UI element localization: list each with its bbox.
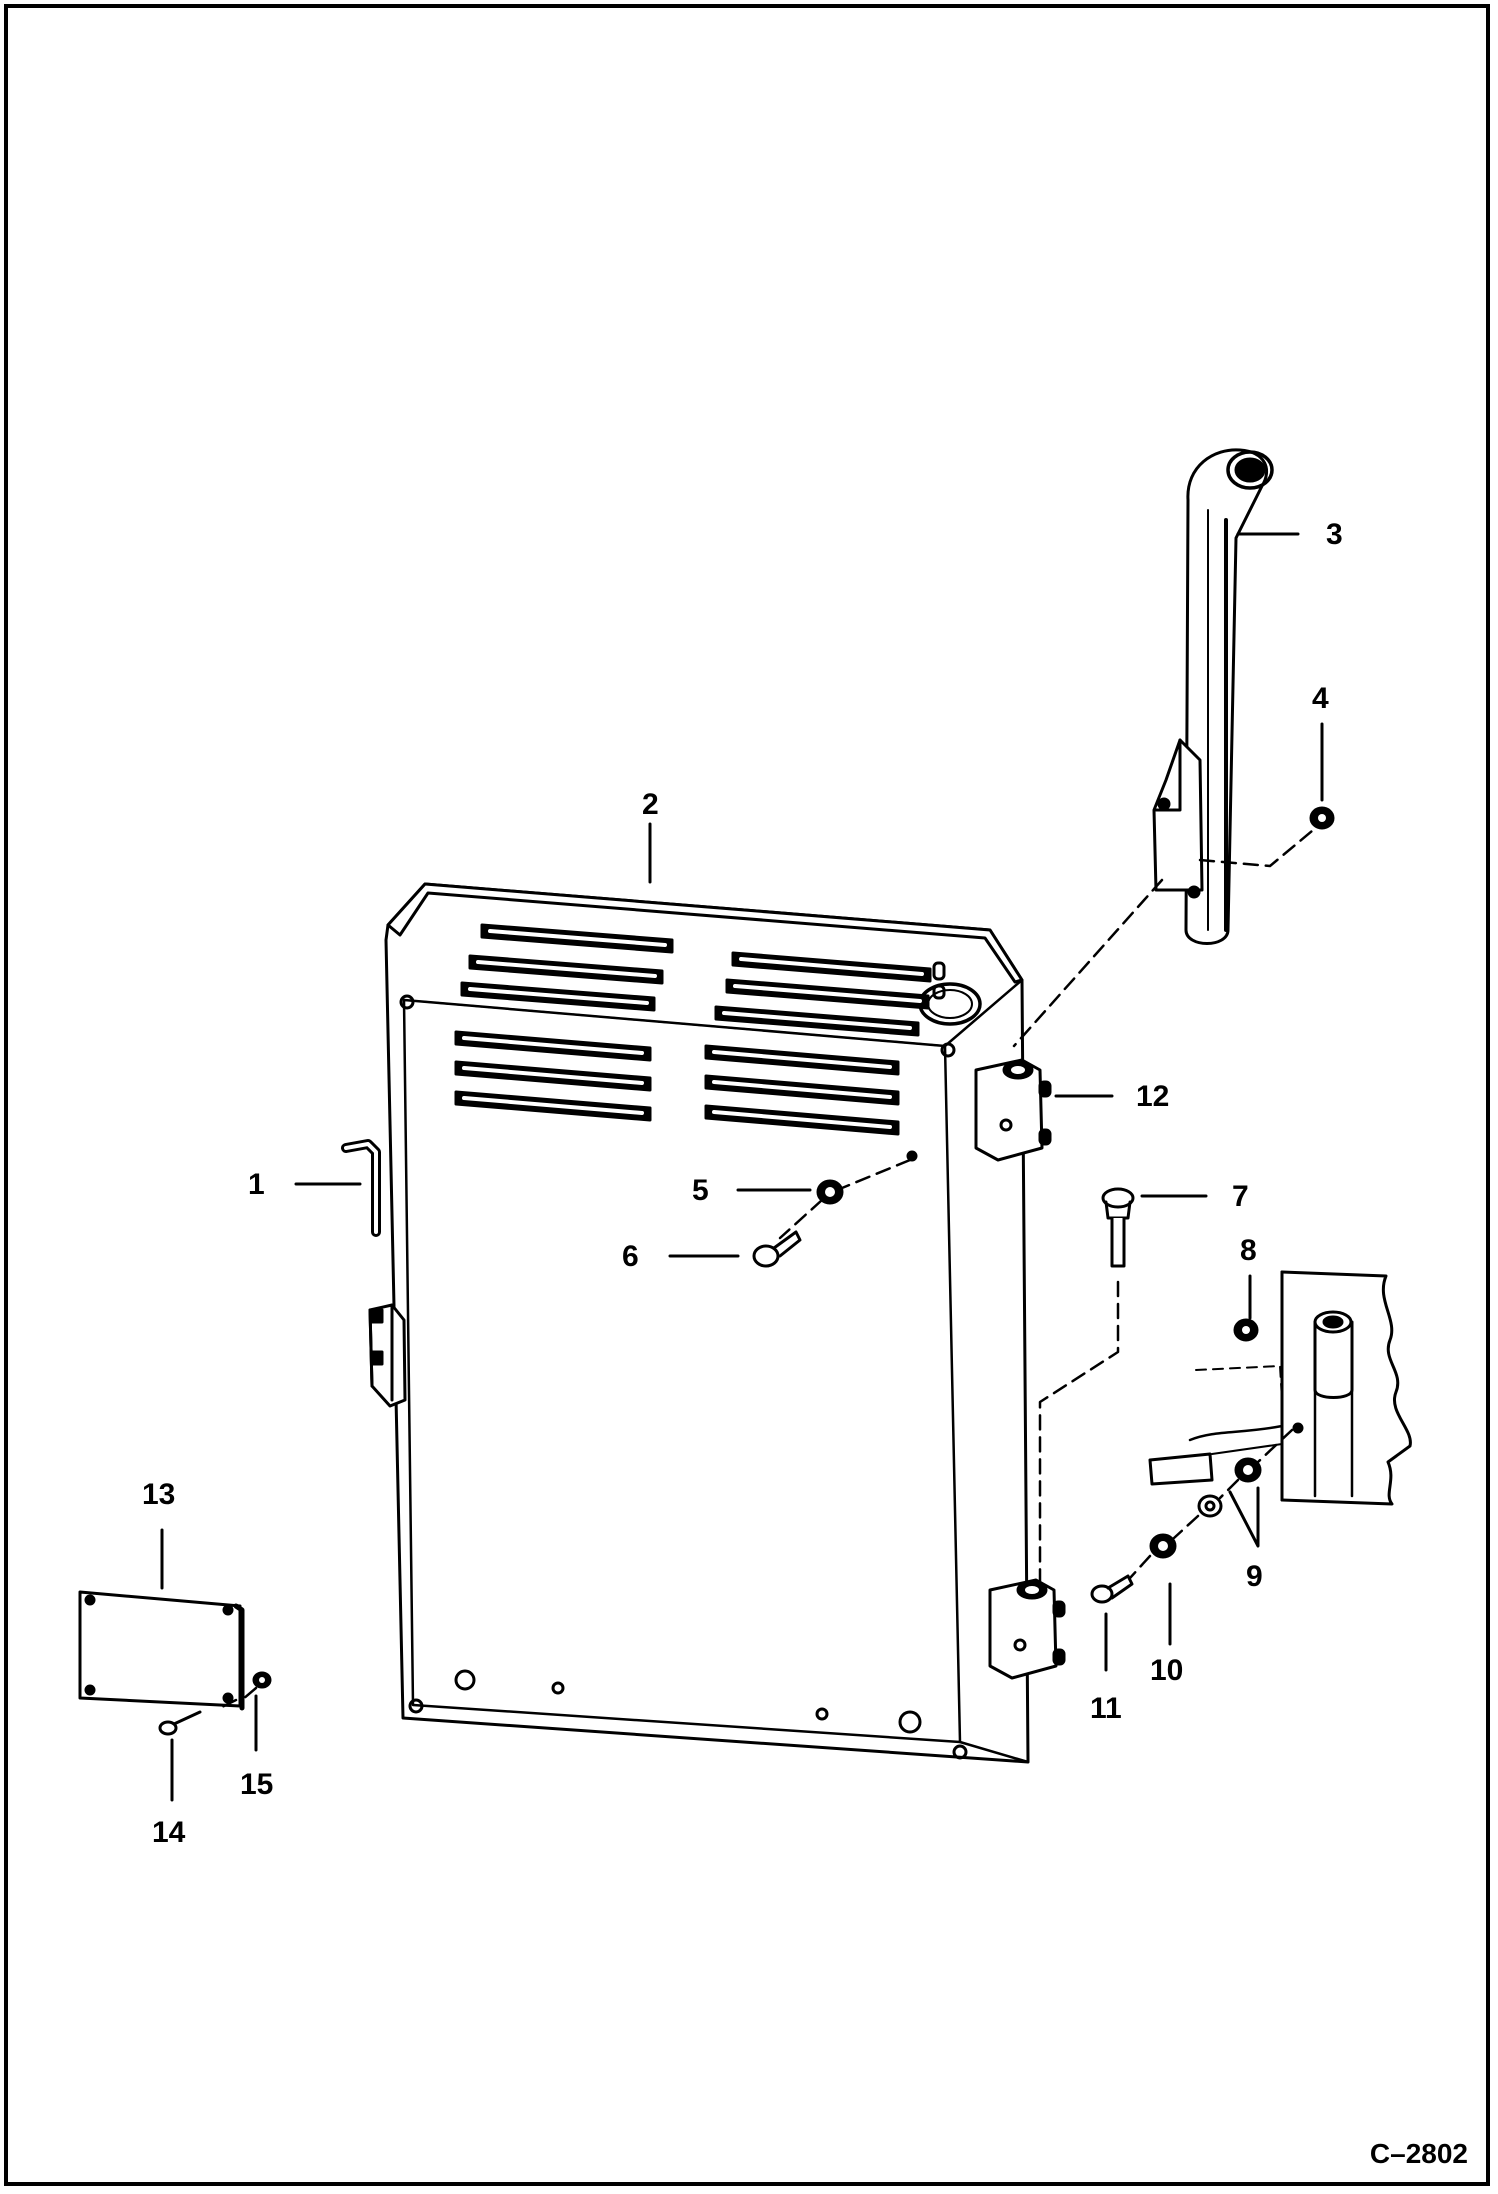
washer-10 bbox=[1149, 1533, 1177, 1559]
lower-right-hinge bbox=[988, 1578, 1066, 1680]
nut-8 bbox=[1233, 1318, 1259, 1342]
washers-9 bbox=[1197, 1457, 1262, 1518]
nut-15 bbox=[252, 1671, 272, 1689]
latch-pin bbox=[341, 1139, 381, 1237]
callout-9: 9 bbox=[1246, 1560, 1263, 1593]
callout-4: 4 bbox=[1312, 682, 1329, 715]
callout-14: 14 bbox=[152, 1816, 186, 1849]
diagram-border bbox=[4, 4, 1490, 2186]
callout-12: 12 bbox=[1136, 1080, 1170, 1113]
hole-marker-2 bbox=[1292, 1422, 1304, 1434]
hole-marker bbox=[906, 1150, 918, 1162]
callout-3: 3 bbox=[1326, 518, 1343, 551]
frame-mount-detail bbox=[1148, 1270, 1412, 1506]
left-hinge-bracket bbox=[368, 1303, 407, 1408]
nut-4 bbox=[1309, 806, 1335, 830]
radiator-panel bbox=[384, 882, 1030, 1764]
exhaust-pipe bbox=[1152, 448, 1274, 945]
callout-8: 8 bbox=[1240, 1234, 1257, 1267]
callout-6: 6 bbox=[622, 1240, 639, 1273]
assembly-dashed-lines bbox=[218, 824, 1320, 1710]
upper-right-hinge bbox=[974, 1058, 1052, 1162]
bolt-6 bbox=[752, 1230, 802, 1268]
callout-11: 11 bbox=[1090, 1692, 1122, 1725]
callout-leader-lines bbox=[160, 532, 1324, 1802]
callout-7: 7 bbox=[1232, 1180, 1249, 1213]
callout-1: 1 bbox=[248, 1168, 265, 1201]
callout-2: 2 bbox=[642, 788, 659, 821]
callout-13: 13 bbox=[142, 1478, 176, 1511]
panel-louvers bbox=[454, 923, 932, 1136]
cover-plate bbox=[78, 1590, 245, 1711]
callout-5: 5 bbox=[692, 1174, 709, 1207]
figure-id-label: C–2802 bbox=[1369, 2138, 1468, 2169]
washer-5 bbox=[816, 1179, 844, 1205]
bolt-7 bbox=[1101, 1187, 1135, 1268]
callout-10: 10 bbox=[1150, 1654, 1184, 1687]
bolt-11 bbox=[1090, 1574, 1134, 1604]
screw-14 bbox=[158, 1710, 202, 1736]
callout-15: 15 bbox=[240, 1768, 274, 1801]
